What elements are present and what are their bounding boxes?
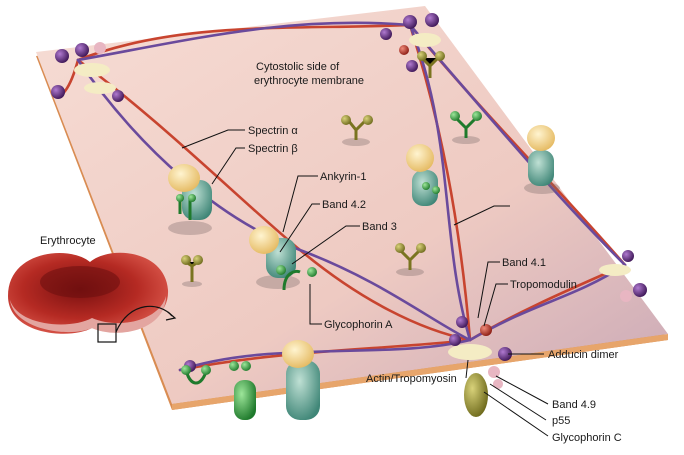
free-proteins	[181, 51, 482, 287]
olive-protein-2	[181, 255, 203, 287]
green-protein-1	[450, 111, 482, 144]
junction-complex-right	[599, 250, 647, 302]
label-p55: p55	[552, 415, 570, 427]
membrane-sheet	[36, 6, 668, 410]
label-adducin-dimer: Adducin dimer	[548, 349, 619, 361]
label-glycophorin-c: Glycophorin C	[552, 432, 622, 444]
label-ankyrin: Ankyrin-1	[320, 171, 366, 183]
junction-complex-bottom	[184, 316, 512, 417]
band3-complex-right	[524, 125, 560, 194]
band3-complex-center	[406, 144, 440, 206]
erythrocyte-cell	[8, 252, 177, 343]
label-band-4-9: Band 4.9	[552, 399, 596, 411]
label-tropomodulin: Tropomodulin	[510, 279, 577, 291]
label-band-3: Band 3	[362, 221, 397, 233]
label-glycophorin-a: Glycophorin A	[324, 319, 393, 331]
erythrocyte-label: Erythrocyte	[40, 235, 96, 247]
olive-protein-1	[341, 115, 373, 146]
olive-protein-3	[395, 243, 426, 276]
label-actin-tropomyosin: Actin/Tropomyosin	[366, 373, 457, 385]
label-band-4-1: Band 4.1	[502, 257, 546, 269]
band3-complex-middle	[249, 226, 317, 291]
olive-protein-4	[417, 51, 445, 78]
label-spectrin-beta: Spectrin β	[248, 143, 298, 155]
membrane-title-line1: Cytostolic side of	[256, 61, 340, 73]
band3-complex-upper	[168, 164, 212, 235]
membrane-title-line2: erythrocyte membrane	[254, 75, 364, 87]
junction-complex-topright	[380, 13, 441, 72]
label-band-4-2: Band 4.2	[322, 199, 366, 211]
label-spectrin-alpha: Spectrin α	[248, 125, 298, 137]
band3-complex-bottom	[181, 340, 320, 420]
junction-complex-topleft	[51, 42, 124, 102]
leader-lines	[181, 129, 549, 437]
